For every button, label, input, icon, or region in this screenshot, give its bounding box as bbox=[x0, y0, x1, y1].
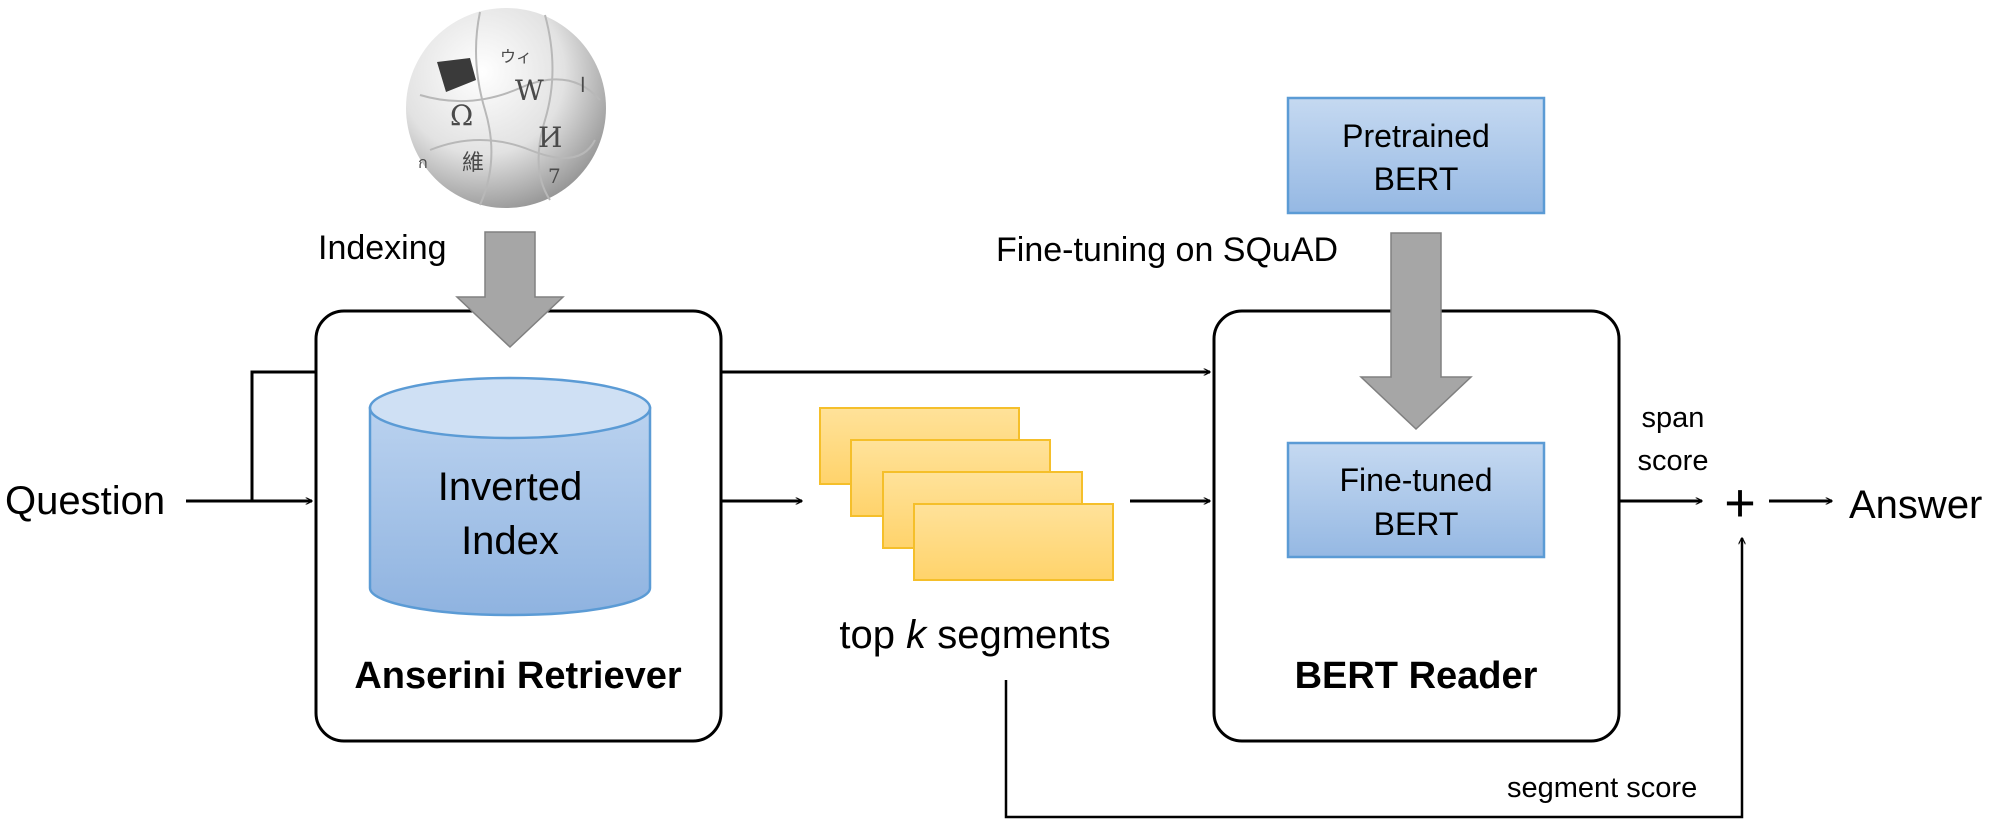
top-k-suffix: segments bbox=[926, 613, 1111, 657]
anserini-retriever-title: Anserini Retriever bbox=[354, 655, 682, 697]
indexing-arrow bbox=[455, 231, 565, 349]
question-flow-lines bbox=[186, 372, 1210, 501]
indexing-label: Indexing bbox=[318, 229, 447, 267]
logo-glyph-7: ا bbox=[580, 73, 586, 97]
finetuning-label: Fine-tuning on SQuAD bbox=[996, 231, 1338, 269]
top-k-variable: k bbox=[906, 613, 928, 657]
bert-reader-title: BERT Reader bbox=[1295, 655, 1538, 697]
logo-glyph-5: ウィ bbox=[500, 47, 532, 66]
finetuning-arrow bbox=[1359, 232, 1473, 431]
logo-glyph-6: 7 bbox=[548, 164, 561, 188]
segment-score-line bbox=[1004, 538, 1742, 819]
logo-glyph-1: Ω bbox=[450, 99, 473, 132]
inverted-index-label-line1: Inverted bbox=[438, 465, 583, 509]
span-score-label-line2: score bbox=[1638, 445, 1709, 477]
wikipedia-logo-icon: Ω W И 維 ウィ 7 ا ก bbox=[406, 8, 606, 208]
finetuned-bert-box bbox=[1286, 441, 1546, 559]
sum-operator: + bbox=[1724, 473, 1756, 533]
finetuned-bert-line1: Fine-tuned bbox=[1340, 462, 1493, 498]
logo-glyph-2: W bbox=[515, 74, 544, 107]
pretrained-bert-line2: BERT bbox=[1374, 161, 1459, 197]
answer-label: Answer bbox=[1849, 483, 1982, 527]
pretrained-bert-line1: Pretrained bbox=[1342, 118, 1490, 154]
segment-card-4 bbox=[913, 503, 1114, 581]
pretrained-bert-box bbox=[1286, 96, 1546, 215]
span-score-label-line1: span bbox=[1642, 402, 1705, 434]
logo-glyph-4: 維 bbox=[462, 151, 484, 176]
logo-glyph-8: ก bbox=[418, 153, 428, 172]
logo-glyph-3: И bbox=[538, 121, 562, 154]
segment-score-label: segment score bbox=[1507, 772, 1697, 804]
question-label: Question bbox=[5, 479, 165, 523]
top-k-segments-label: top k segments bbox=[839, 613, 1110, 657]
segments-stack bbox=[819, 407, 1114, 581]
inverted-index-label-line2: Index bbox=[461, 519, 559, 563]
top-k-prefix: top bbox=[839, 613, 906, 657]
inverted-index-cylinder-icon bbox=[368, 376, 652, 617]
finetuned-bert-line2: BERT bbox=[1374, 506, 1459, 542]
